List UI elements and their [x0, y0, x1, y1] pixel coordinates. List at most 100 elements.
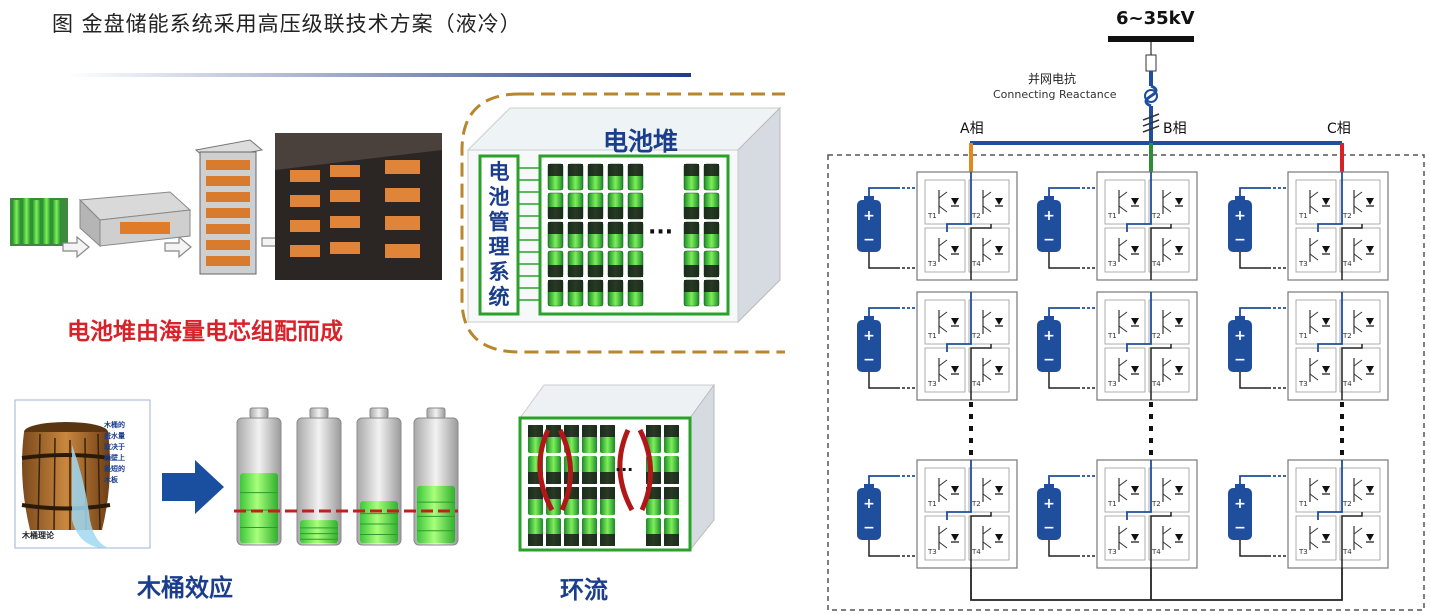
igbt-switch: T1 [1295, 299, 1337, 345]
battery-cell [607, 221, 624, 249]
bms-panel [478, 154, 520, 316]
igbt-switch: T4 [1148, 515, 1190, 561]
battery-cell [567, 163, 584, 191]
igbt-label: T3 [1298, 260, 1308, 268]
battery-plus: + [1043, 208, 1055, 224]
battery-cell [703, 192, 720, 220]
battery-cell [587, 279, 604, 307]
bms-char: 理 [488, 235, 510, 259]
igbt-label: T4 [971, 548, 981, 556]
igbt-label: T4 [1342, 260, 1352, 268]
stack-dashed-frame [460, 92, 785, 354]
igbt-switch: T3 [1295, 347, 1337, 393]
battery-minus: − [1043, 520, 1055, 536]
igbt-label: T2 [1342, 212, 1352, 220]
battery-cell [607, 279, 624, 307]
battery-cell [528, 425, 543, 453]
igbt-switch: T3 [1104, 227, 1146, 273]
bms-char: 管 [488, 210, 510, 234]
barrel-note-line: 木桶的 [104, 421, 125, 429]
dc-battery: +− [1037, 307, 1097, 389]
battery-cell [627, 279, 644, 307]
igbt-switch: T3 [924, 515, 966, 561]
igbt-switch: T2 [1339, 467, 1381, 513]
circulation-box [518, 383, 715, 552]
igbt-switch: T1 [1295, 467, 1337, 513]
igbt-switch: T2 [1148, 179, 1190, 225]
igbt-label: T2 [971, 332, 981, 340]
igbt-label: T1 [1298, 332, 1308, 340]
battery-cell [683, 221, 700, 249]
igbt-switch: T2 [1148, 299, 1190, 345]
igbt-switch: T3 [1295, 227, 1337, 273]
igbt-switch: T1 [1295, 179, 1337, 225]
igbt-label: T1 [927, 332, 937, 340]
battery-cell [627, 192, 644, 220]
igbt-switch: T1 [924, 299, 966, 345]
igbt-switch: T3 [924, 227, 966, 273]
igbt-switch: T1 [924, 179, 966, 225]
level-battery [356, 407, 402, 546]
battery-cell [567, 279, 584, 307]
battery-cell [547, 279, 564, 307]
barrel-note-line: 取决于 [104, 443, 125, 451]
battery-cell [547, 250, 564, 278]
battery-cell [607, 250, 624, 278]
cell-dots: ··· [648, 220, 674, 245]
igbt-label: T2 [1342, 332, 1352, 340]
battery-stack-box [466, 106, 782, 324]
igbt-label: T2 [1342, 500, 1352, 508]
igbt-label: T4 [1151, 380, 1161, 388]
battery-cell [703, 221, 720, 249]
igbt-label: T2 [971, 500, 981, 508]
battery-plus: + [1043, 328, 1055, 344]
battery-minus: − [1043, 232, 1055, 248]
dc-battery: +− [857, 307, 917, 389]
igbt-label: T1 [1107, 212, 1117, 220]
battery-minus: − [1234, 232, 1246, 248]
battery-cell [587, 250, 604, 278]
dc-battery: +− [1037, 187, 1097, 269]
battery-level-group [236, 407, 459, 546]
battery-cell [528, 518, 543, 546]
battery-cell [582, 518, 597, 546]
igbt-switch: T3 [1295, 515, 1337, 561]
igbt-label: T2 [1151, 332, 1161, 340]
voltage-label: 6~35kV [1116, 8, 1195, 29]
dc-battery: +− [1228, 307, 1288, 389]
battery-cell [627, 221, 644, 249]
bms-label: 电 池 管 理 系 统 [484, 160, 514, 310]
top-divider [68, 73, 691, 77]
cabinet-dashed-border [827, 154, 1425, 611]
battery-cell [600, 518, 615, 546]
phase-c-label: C相 [1327, 121, 1351, 137]
igbt-label: T2 [971, 212, 981, 220]
barrel-note-line: 最短的 [104, 465, 125, 473]
battery-rack-image [194, 139, 264, 275]
igbt-label: T4 [1151, 548, 1161, 556]
igbt-label: T1 [927, 212, 937, 220]
battery-cell [664, 487, 679, 515]
battery-cell [683, 163, 700, 191]
igbt-switch: T2 [968, 299, 1010, 345]
barrel-note: 木桶的 盛水量 取决于 桶壁上 最短的 木板 [104, 420, 125, 486]
igbt-label: T3 [1107, 380, 1117, 388]
battery-cell [567, 250, 584, 278]
battery-cell [546, 518, 561, 546]
battery-cell [600, 456, 615, 484]
level-battery [413, 407, 459, 546]
battery-cell [664, 425, 679, 453]
battery-cell [627, 163, 644, 191]
battery-cell [582, 456, 597, 484]
reactance-cn-label: 并网电抗 [1028, 72, 1077, 86]
reactance-coil [1144, 84, 1158, 108]
igbt-switch: T2 [1148, 467, 1190, 513]
barrel-note-line: 桶壁上 [104, 454, 125, 462]
igbt-label: T1 [1107, 500, 1117, 508]
stack-title: 电池堆 [603, 127, 679, 156]
